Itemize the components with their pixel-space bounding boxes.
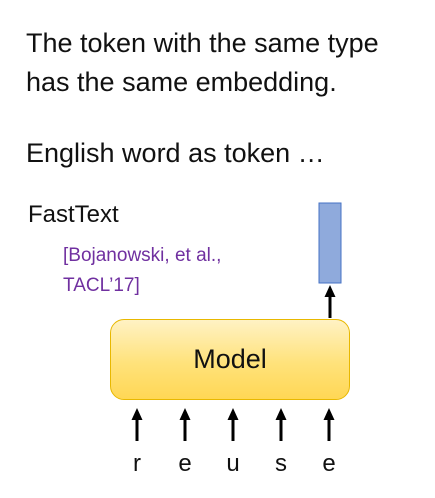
input-arrows bbox=[131, 408, 335, 441]
input-char: e bbox=[178, 450, 192, 477]
input-char: r bbox=[133, 450, 141, 477]
input-char: e bbox=[322, 450, 336, 477]
input-arrow bbox=[275, 408, 287, 441]
input-arrow bbox=[179, 408, 191, 441]
citation-line-2: TACL’17] bbox=[63, 275, 140, 296]
fasttext-title: FastText bbox=[28, 201, 119, 228]
output-arrow bbox=[324, 285, 336, 318]
input-arrow bbox=[323, 408, 335, 441]
embedding-vector bbox=[318, 202, 342, 284]
model-label: Model bbox=[193, 344, 267, 374]
input-char: s bbox=[275, 450, 287, 477]
input-arrow bbox=[131, 408, 143, 441]
statement-line-2: has the same embedding. bbox=[26, 67, 337, 97]
statement-line-1: The token with the same type bbox=[26, 28, 379, 58]
statement-line-3: English word as token … bbox=[26, 138, 325, 168]
model-box: Model bbox=[110, 319, 350, 400]
input-char: u bbox=[226, 450, 240, 477]
citation-line-1: [Bojanowski, et al., bbox=[63, 245, 222, 266]
input-arrow bbox=[227, 408, 239, 441]
